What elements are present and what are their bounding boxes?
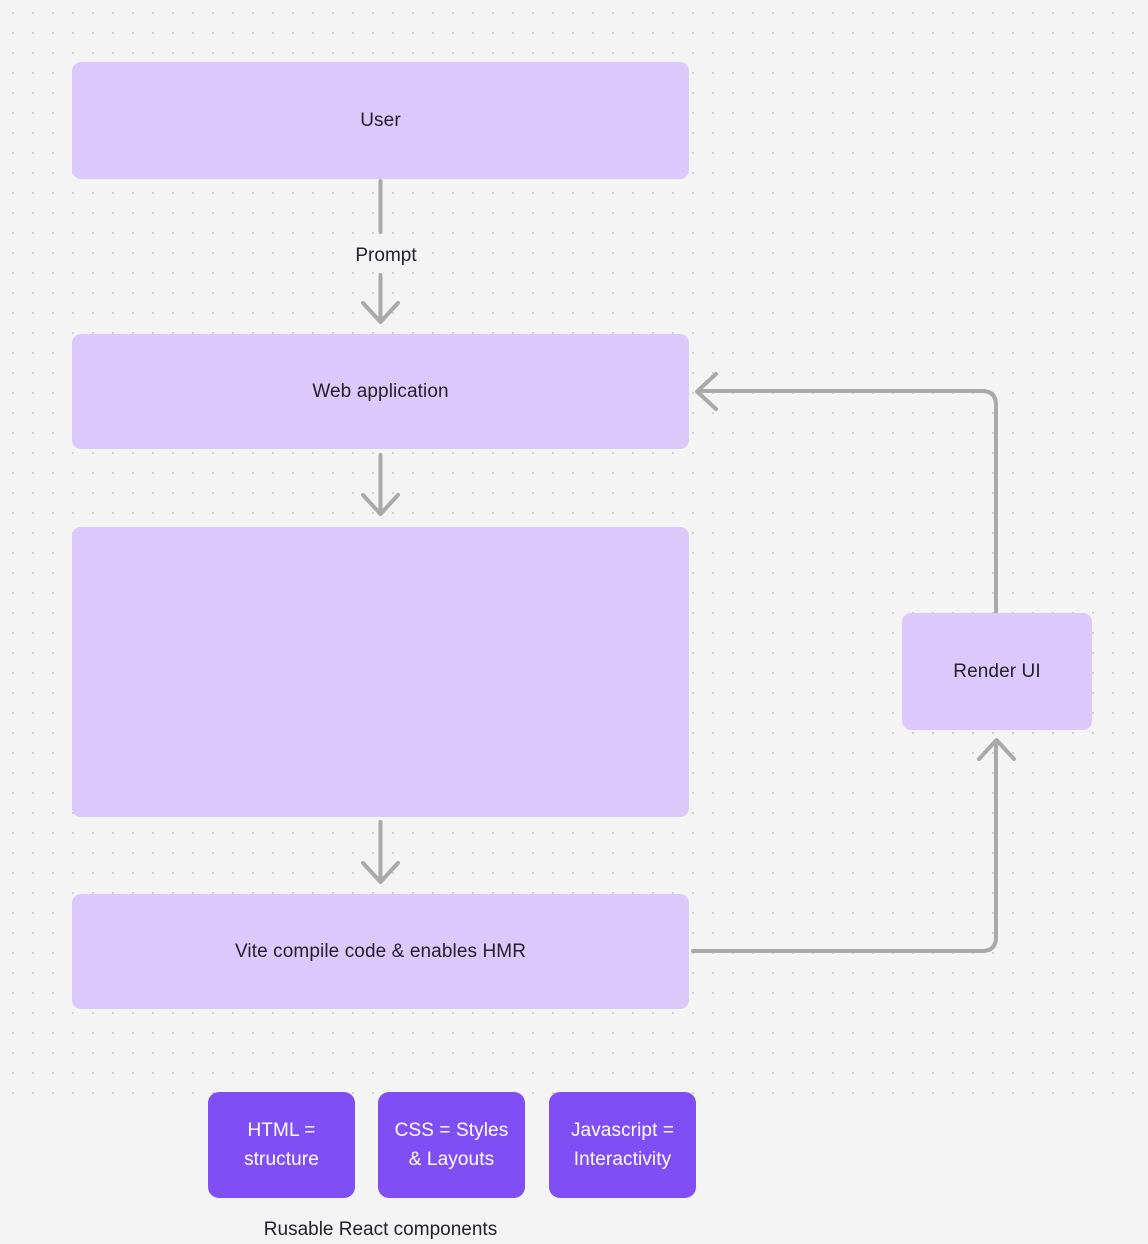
edge-webapp-to-components (361, 453, 400, 516)
node-css-label: CSS = Styles & Layouts (394, 1120, 509, 1170)
arrowhead-down-webapp (361, 301, 400, 324)
node-user[interactable]: User (72, 62, 689, 179)
node-vite[interactable]: Vite compile code & enables HMR (72, 894, 689, 1009)
edge-label-prompt: Prompt (340, 244, 432, 268)
node-vite-label: Vite compile code & enables HMR (234, 941, 527, 962)
edge-vite-to-render (691, 738, 1016, 953)
node-html-label: HTML = structure (244, 1120, 319, 1170)
arrowhead-down-components (361, 493, 400, 516)
node-javascript-label: Javascript = Interactivity (570, 1120, 675, 1170)
node-html[interactable]: HTML = structure (208, 1092, 355, 1198)
node-web-application-label: Web application (312, 381, 449, 402)
arrowhead-down-vite (361, 861, 400, 884)
node-web-application[interactable]: Web application (72, 334, 689, 449)
node-render-ui-label: Render UI (953, 661, 1041, 682)
node-components-group[interactable]: HTML = structure CSS = Styles & Layouts … (72, 527, 696, 1240)
node-components-caption: Rusable React components (263, 1219, 498, 1240)
node-css[interactable]: CSS = Styles & Layouts (378, 1092, 525, 1198)
arrowhead-left-webapp (695, 372, 718, 411)
node-user-label: User (360, 110, 401, 131)
edge-components-to-vite (361, 820, 400, 884)
node-render-ui[interactable]: Render UI (902, 613, 1092, 730)
edge-path-vite-render (691, 740, 998, 953)
arrowhead-up-render (977, 738, 1016, 761)
edge-render-to-webapp (695, 372, 998, 614)
node-javascript[interactable]: Javascript = Interactivity (549, 1092, 696, 1198)
edge-path-render-webapp (699, 389, 998, 614)
